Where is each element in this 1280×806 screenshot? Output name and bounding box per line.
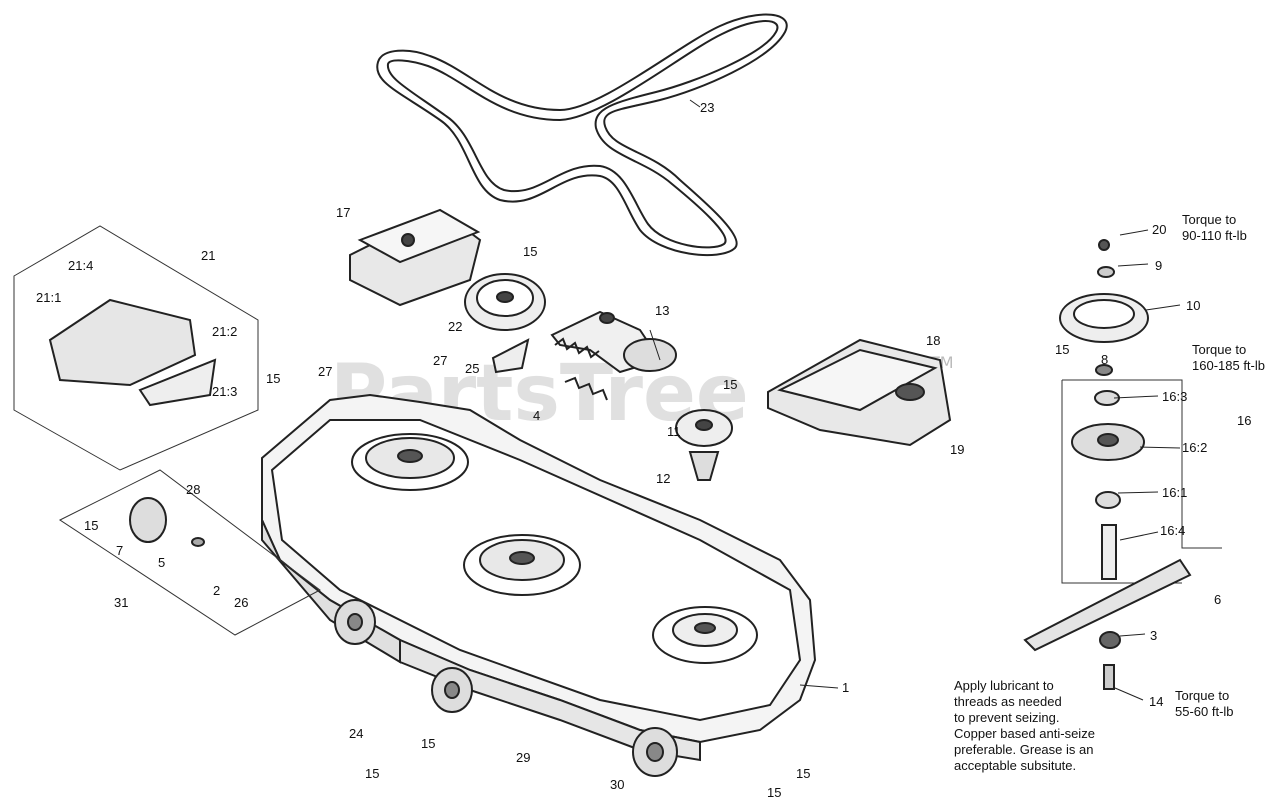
deck-pulley-left: [351, 433, 469, 491]
belt-23: [376, 13, 788, 257]
callout-16: 16: [1237, 413, 1251, 428]
callout-16-4: 16:4: [1160, 523, 1185, 538]
leader-lines: [649, 99, 1181, 701]
callout-11: 11: [667, 424, 681, 439]
callout-13: 13: [655, 303, 669, 318]
callout-21-2: 21:2: [212, 324, 237, 339]
callout-31: 31: [114, 595, 128, 610]
callout-21-4: 21:4: [68, 258, 93, 273]
callout-26: 26: [234, 595, 248, 610]
callout-15-i: 15: [767, 785, 781, 800]
group-31-box: [58, 469, 321, 636]
callout-27-a: 27: [318, 364, 332, 379]
torque-note-14: Torque to 55-60 ft-lb: [1175, 688, 1234, 719]
callout-21-3: 21:3: [212, 384, 237, 399]
torque-note-8: Torque to 160-185 ft-lb: [1192, 342, 1265, 373]
callout-24: 24: [349, 726, 363, 741]
deck-spindle-right: [652, 606, 758, 664]
callout-15-d: 15: [266, 371, 280, 386]
callout-14: 14: [1149, 694, 1163, 709]
callout-27-b: 27: [433, 353, 447, 368]
pulley-11: [675, 409, 733, 447]
callout-28: 28: [186, 482, 200, 497]
callout-12: 12: [656, 471, 670, 486]
callout-20: 20: [1152, 222, 1166, 237]
pulley-22: [464, 273, 546, 331]
lubricant-note: Apply lubricant to threads as needed to …: [954, 678, 1095, 773]
callout-15-f: 15: [421, 736, 435, 751]
callout-15-b: 15: [723, 377, 737, 392]
callout-6: 6: [1214, 592, 1221, 607]
group-16-box: [1061, 379, 1222, 584]
belt-cover-18: [767, 338, 952, 447]
callout-16-2: 16:2: [1182, 440, 1207, 455]
callout-3: 3: [1150, 628, 1157, 643]
callout-15-e: 15: [84, 518, 98, 533]
bracket-25: [491, 338, 530, 374]
torque-note-20: Torque to 90-110 ft-lb: [1182, 212, 1247, 243]
group-21-box: [13, 225, 259, 471]
callout-9: 9: [1155, 258, 1162, 273]
gauge-wheels: [334, 599, 678, 777]
callout-8: 8: [1101, 352, 1108, 367]
callout-4: 4: [533, 408, 540, 423]
callout-17: 17: [336, 205, 350, 220]
spindle-parts: [1023, 239, 1192, 690]
callouts: 1 2 3 4 5 6 7 8 9 10 11 12 13 14 15 15 1…: [36, 100, 1251, 800]
callout-16-3: 16:3: [1162, 389, 1187, 404]
callout-5: 5: [158, 555, 165, 570]
cone-12: [688, 451, 720, 481]
callout-23: 23: [700, 100, 714, 115]
callout-30: 30: [610, 777, 624, 792]
deck-pulley-center: [463, 534, 581, 596]
callout-10: 10: [1186, 298, 1200, 313]
callout-15-c: 15: [1055, 342, 1069, 357]
callout-19: 19: [950, 442, 964, 457]
callout-21-1: 21:1: [36, 290, 61, 305]
belt-cover-17: [349, 208, 482, 307]
callout-1: 1: [842, 680, 849, 695]
callout-15-g: 15: [365, 766, 379, 781]
callout-25: 25: [465, 361, 479, 376]
callout-16-1: 16:1: [1162, 485, 1187, 500]
callout-18: 18: [926, 333, 940, 348]
spring-4: [554, 337, 608, 401]
callout-21: 21: [201, 248, 215, 263]
callout-2: 2: [213, 583, 220, 598]
callout-15-a: 15: [523, 244, 537, 259]
callout-29: 29: [516, 750, 530, 765]
callout-15-h: 15: [796, 766, 810, 781]
callout-7: 7: [116, 543, 123, 558]
callout-22: 22: [448, 319, 462, 334]
idler-arm-13: [550, 310, 677, 374]
